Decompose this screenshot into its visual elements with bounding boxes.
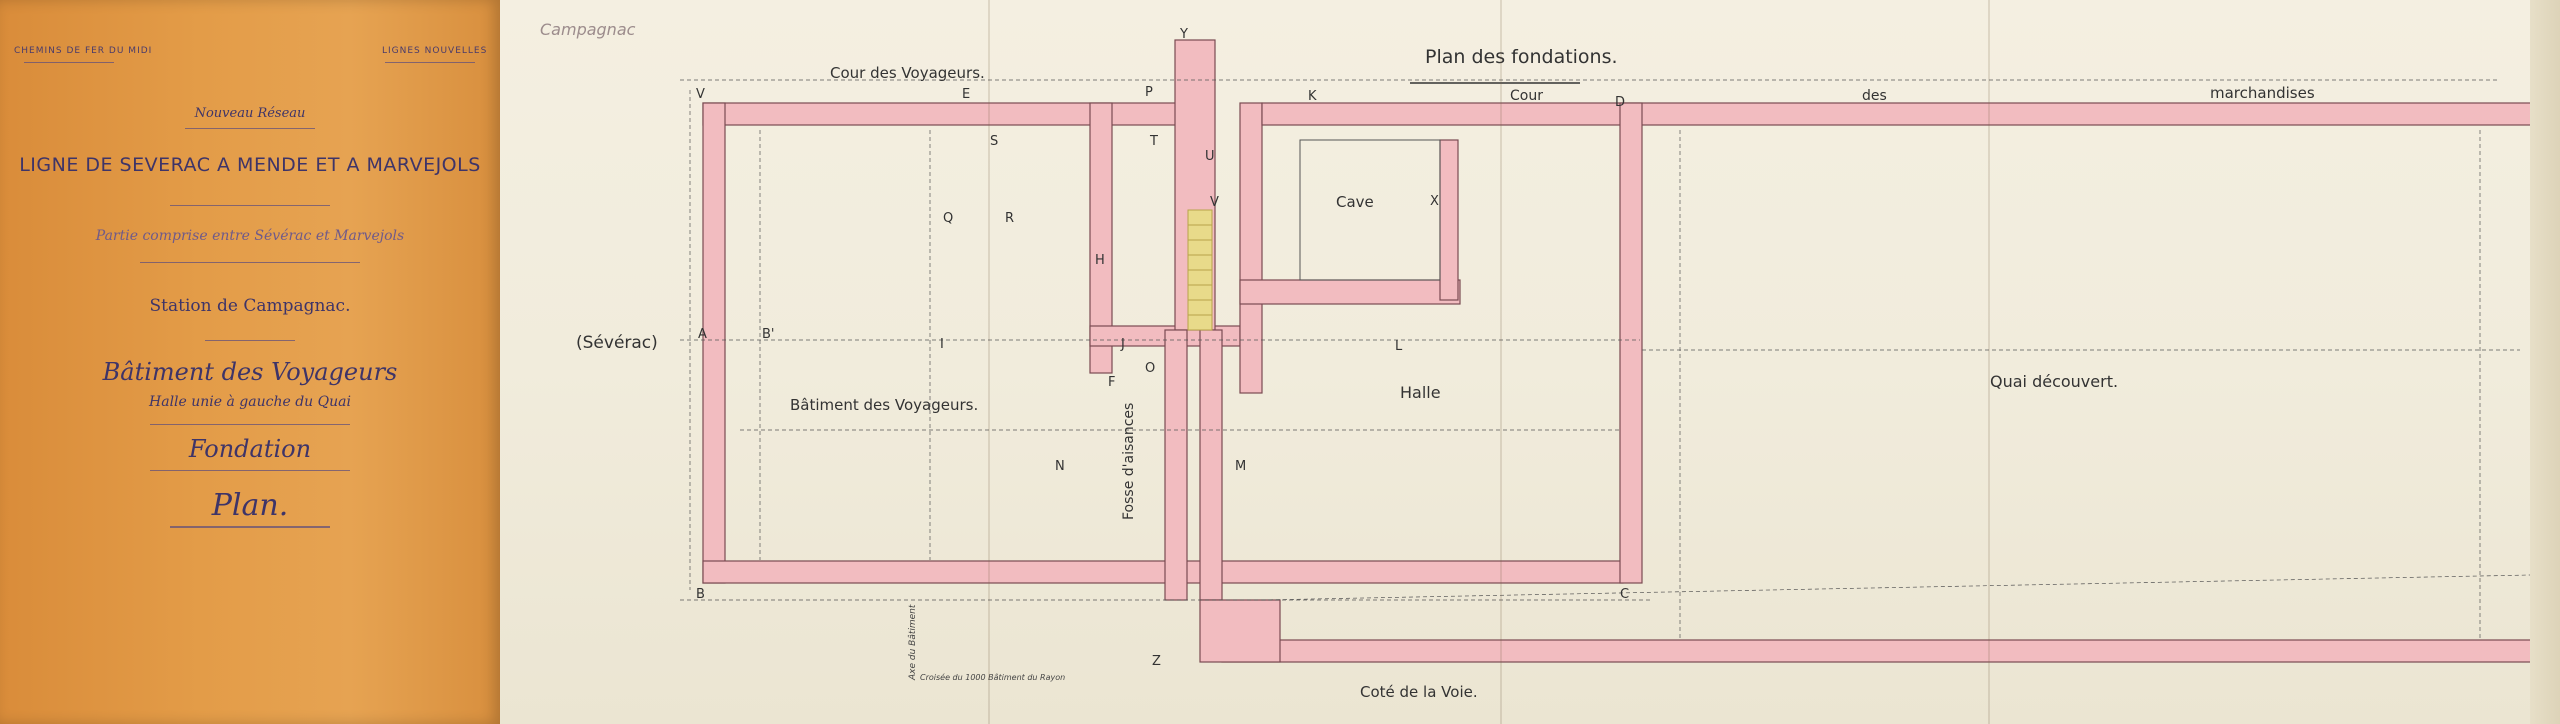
blueprint-sheet: Campagnac Plan des fondations. Cour des … (500, 0, 2560, 724)
plan-title: Plan des fondations. (1425, 46, 1618, 68)
batiment-label: Bâtiment des Voyageurs. (790, 396, 978, 414)
letter-M: M (1235, 459, 1246, 474)
cover-line-title: LIGNE DE SEVERAC A MENDE ET A MARVEJOLS (19, 154, 481, 176)
letter-Y: Y (1179, 27, 1188, 42)
cave-label: Cave (1336, 193, 1374, 211)
letter-R: R (1005, 211, 1014, 226)
cover-foundation: Fondation (188, 435, 312, 463)
letter-Z: Z (1152, 654, 1161, 669)
letter-L: L (1395, 339, 1403, 354)
des-label: des (1862, 88, 1887, 104)
cote-voie-label: Coté de la Voie. (1360, 683, 1478, 701)
letter-N: N (1055, 459, 1065, 474)
cover-panel: CHEMINS DE FER DU MIDI LIGNES NOUVELLES … (0, 0, 500, 724)
cover-network: Nouveau Réseau (194, 106, 306, 121)
letter-Q: Q (943, 211, 953, 226)
letter-U: U (1205, 149, 1215, 164)
cover-section: Partie comprise entre Sévérac et Marvejo… (95, 228, 405, 244)
severac-label: (Sévérac) (576, 333, 658, 353)
letter-H: H (1095, 253, 1105, 268)
cover-station: Station de Campagnac. (149, 296, 351, 316)
fosse-label: Fosse d'aisances (1121, 403, 1137, 520)
letter-D: D (1615, 95, 1625, 110)
axe-note: Axe du Bâtiment (908, 604, 918, 681)
cour-voyageurs-label: Cour des Voyageurs. (830, 64, 985, 82)
letter-I: I (940, 337, 944, 352)
letter-J: J (1120, 337, 1125, 352)
letter-E: E (962, 87, 970, 102)
halle-label: Halle (1400, 383, 1441, 402)
cadre-note: Croisée du 1000 Bâtiment du Rayon (920, 672, 1065, 682)
cover-header-left: CHEMINS DE FER DU MIDI (14, 46, 153, 56)
letter-T: T (1149, 134, 1158, 149)
cour-label: Cour (1510, 88, 1543, 104)
letter-X: X (1430, 194, 1439, 209)
letter-F: F (1108, 375, 1115, 390)
quai-label: Quai découvert. (1990, 372, 2118, 391)
foundation-plan-drawing: Campagnac Plan des fondations. Cour des … (540, 20, 2560, 701)
letter-S: S (990, 134, 998, 149)
cover-building: Bâtiment des Voyageurs (102, 358, 398, 386)
cover-hall: Halle unie à gauche du Quai (149, 394, 351, 410)
letter-B2: B' (762, 327, 775, 342)
pencil-note: Campagnac (540, 20, 636, 39)
cover-plan: Plan. (211, 488, 289, 523)
cover-header-right: LIGNES NOUVELLES (382, 46, 488, 56)
letter-A: A (698, 327, 707, 342)
letter-V: V (696, 87, 705, 102)
letter-O: O (1145, 361, 1155, 376)
letter-C: C (1620, 587, 1629, 602)
letter-B: B (696, 587, 705, 602)
marchandises-label: marchandises (2210, 84, 2315, 102)
letter-K: K (1308, 89, 1317, 104)
letter-P: P (1145, 85, 1153, 100)
letter-V2: V (1210, 195, 1219, 210)
